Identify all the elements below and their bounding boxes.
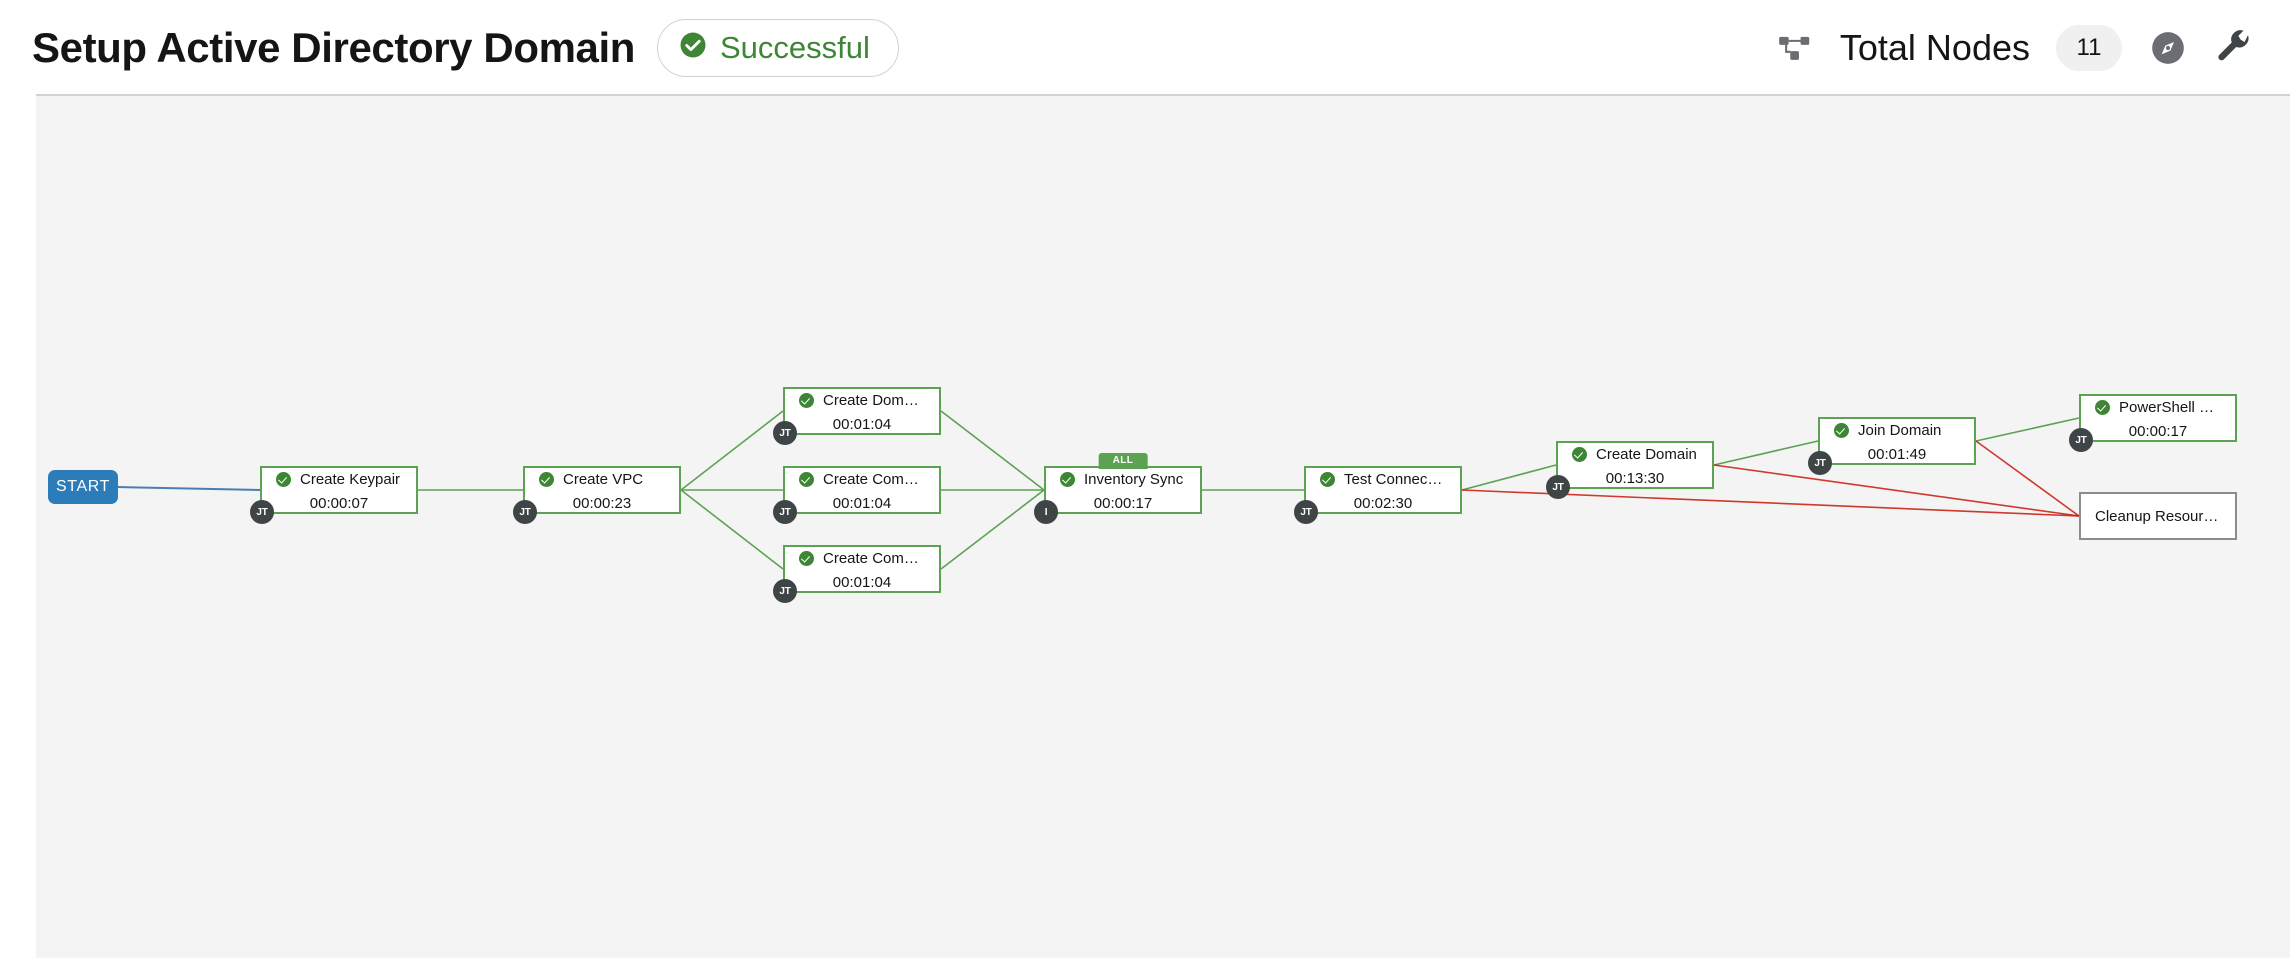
workflow-node-computer1[interactable]: Create Computer (1) 00:01:04 JT bbox=[773, 466, 941, 524]
convergence-all-badge: ALL bbox=[1098, 453, 1148, 469]
status-badge: Successful bbox=[657, 18, 899, 77]
node-title-row: Inventory Sync bbox=[1046, 468, 1200, 490]
edge-testconn-to-createdom bbox=[1461, 464, 1557, 491]
node-label: Cleanup Resources bbox=[2095, 507, 2221, 525]
node-type-badge: JT bbox=[1546, 475, 1570, 499]
start-node[interactable]: START bbox=[48, 470, 118, 504]
edge-joindom-to-cleanup bbox=[1975, 440, 2080, 517]
check-circle-icon bbox=[2095, 399, 2110, 415]
node-type-badge: JT bbox=[1808, 451, 1832, 475]
header-divider bbox=[36, 94, 2290, 96]
node-type-badge: JT bbox=[773, 500, 797, 524]
node-label: Create Domain Contr... bbox=[823, 391, 925, 409]
workflow-node-computer2[interactable]: Create Computer (2) 00:01:04 JT bbox=[773, 545, 941, 603]
workflow-node-vpc[interactable]: Create VPC 00:00:23 JT bbox=[513, 466, 681, 524]
node-title-row: PowerShell Validation bbox=[2081, 396, 2235, 418]
node-type-badge: I bbox=[1034, 500, 1058, 524]
node-elapsed-time: 00:00:23 bbox=[572, 495, 632, 512]
node-title-row: Create VPC bbox=[525, 468, 679, 490]
edge-vpc-to-computer2 bbox=[680, 489, 784, 570]
edge-domctrl-to-inventory bbox=[940, 410, 1045, 491]
node-title-row: Test Connectivity bbox=[1306, 468, 1460, 490]
check-circle-icon bbox=[1320, 471, 1335, 487]
node-label: Create Domain bbox=[1596, 445, 1697, 463]
node-label: PowerShell Validation bbox=[2119, 398, 2221, 416]
check-circle-icon bbox=[799, 471, 814, 487]
node-type-badge: JT bbox=[513, 500, 537, 524]
node-label: Create Keypair bbox=[300, 470, 401, 488]
node-elapsed-time: 00:13:30 bbox=[1605, 470, 1665, 487]
node-label: Inventory Sync bbox=[1084, 470, 1184, 488]
node-elapsed-time: 00:01:04 bbox=[832, 416, 892, 433]
page-header: Setup Active Directory Domain Successful… bbox=[0, 0, 2290, 95]
edge-vpc-to-domctrl bbox=[680, 410, 784, 491]
node-label: Create Computer (2) bbox=[823, 549, 925, 567]
node-type-badge: JT bbox=[1294, 500, 1318, 524]
check-circle-icon bbox=[276, 471, 291, 487]
node-elapsed-time: 00:00:07 bbox=[309, 495, 369, 512]
header-right-group: Total Nodes 11 bbox=[1776, 24, 2254, 71]
node-elapsed-time: 00:01:04 bbox=[832, 495, 892, 512]
check-circle-icon bbox=[539, 471, 554, 487]
node-label: Test Connectivity bbox=[1344, 470, 1446, 488]
node-title-row: Cleanup Resources bbox=[2081, 508, 2235, 525]
node-elapsed-time: 00:01:49 bbox=[1867, 446, 1927, 463]
node-elapsed-time: 00:01:04 bbox=[832, 574, 892, 591]
check-circle-icon bbox=[1834, 422, 1849, 438]
total-nodes-label: Total Nodes bbox=[1839, 26, 2030, 68]
workflow-node-domctrl[interactable]: Create Domain Contr... 00:01:04 JT bbox=[773, 387, 941, 445]
node-title-row: Create Domain Contr... bbox=[785, 389, 939, 411]
edge-joindom-to-psvalid bbox=[1975, 417, 2080, 442]
page-title: Setup Active Directory Domain bbox=[32, 23, 635, 71]
total-nodes-count: 11 bbox=[2056, 24, 2122, 71]
header-left-group: Setup Active Directory Domain Successful bbox=[32, 18, 899, 77]
node-title-row: Create Keypair bbox=[262, 468, 416, 490]
node-label: Join Domain bbox=[1858, 421, 1942, 439]
status-label: Successful bbox=[720, 29, 870, 65]
node-type-badge: JT bbox=[250, 500, 274, 524]
node-title-row: Create Computer (2) bbox=[785, 547, 939, 569]
workflow-edges bbox=[117, 410, 2080, 570]
workflow-node-testconn[interactable]: Test Connectivity 00:02:30 JT bbox=[1294, 466, 1462, 524]
node-title-row: Create Domain bbox=[1558, 443, 1712, 465]
workflow-node-psvalid[interactable]: PowerShell Validation 00:00:17 JT bbox=[2069, 394, 2237, 452]
check-circle-icon bbox=[799, 392, 814, 408]
workflow-node-cleanup[interactable]: Cleanup Resources bbox=[2079, 492, 2237, 540]
check-circle-icon bbox=[1060, 471, 1075, 487]
check-circle-icon bbox=[799, 550, 814, 566]
workflow-node-joindom[interactable]: Join Domain 00:01:49 JT bbox=[1808, 417, 1976, 475]
workflow-node-keypair[interactable]: Create Keypair 00:00:07 JT bbox=[250, 466, 418, 524]
node-label: Create Computer (1) bbox=[823, 470, 925, 488]
node-type-badge: JT bbox=[773, 421, 797, 445]
node-type-badge: JT bbox=[773, 579, 797, 603]
edge-start-to-keypair bbox=[117, 486, 261, 491]
check-circle-icon bbox=[1572, 446, 1587, 462]
node-elapsed-time: 00:02:30 bbox=[1353, 495, 1413, 512]
node-title-row: Create Computer (1) bbox=[785, 468, 939, 490]
node-label: Create VPC bbox=[563, 470, 644, 488]
sitemap-icon bbox=[1776, 29, 1814, 67]
node-elapsed-time: 00:00:17 bbox=[2128, 423, 2188, 440]
workflow-node-createdom[interactable]: Create Domain 00:13:30 JT bbox=[1546, 441, 1714, 499]
node-elapsed-time: 00:00:17 bbox=[1093, 495, 1153, 512]
edge-computer2-to-inventory bbox=[940, 489, 1045, 570]
check-circle-icon bbox=[678, 30, 708, 65]
node-type-badge: JT bbox=[2069, 428, 2093, 452]
edge-createdom-to-joindom bbox=[1713, 440, 1819, 466]
compass-icon[interactable] bbox=[2148, 28, 2188, 68]
edge-createdom-to-cleanup bbox=[1713, 464, 2080, 517]
node-title-row: Join Domain bbox=[1820, 419, 1974, 441]
wrench-icon[interactable] bbox=[2214, 28, 2254, 68]
